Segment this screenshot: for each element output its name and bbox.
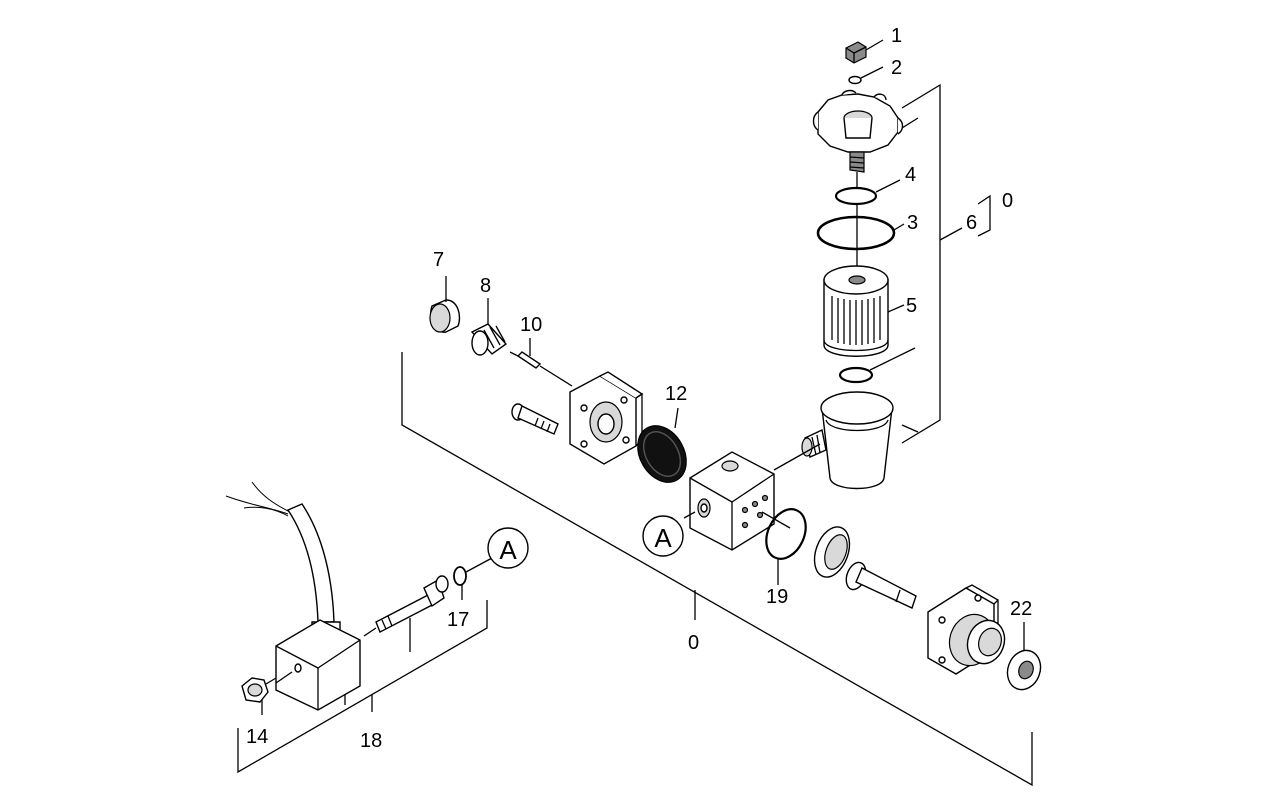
gear-ring — [813, 526, 851, 578]
callout-4: 4 — [905, 164, 916, 186]
solenoid-stem — [363, 575, 449, 637]
callout-7: 7 — [433, 249, 444, 271]
marker-a-right-label: A — [499, 535, 517, 565]
part-8-nut — [470, 298, 508, 356]
part-1-plug — [845, 39, 884, 64]
part-17-oring — [453, 557, 493, 600]
filter-bowl — [801, 391, 894, 490]
flange-housing — [927, 584, 1006, 675]
callout-8: 8 — [480, 275, 491, 297]
flange-cover — [569, 371, 644, 465]
part-4-oring — [834, 179, 901, 206]
marker-a-left-label: A — [654, 523, 672, 553]
callout-19: 19 — [766, 586, 788, 608]
part-3-large-oring — [816, 215, 905, 251]
filter-cap-knob — [812, 89, 904, 286]
callout-18: 18 — [360, 730, 382, 752]
callout-0-mid: 0 — [688, 632, 699, 654]
connector-marker-a-left: A — [642, 515, 684, 557]
valve-block — [683, 443, 821, 551]
callout-12: 12 — [665, 383, 687, 405]
part-12-diaphragm — [637, 407, 687, 483]
bolt — [511, 403, 559, 435]
gear-shaft — [845, 561, 917, 609]
part-7-cap — [429, 276, 461, 333]
bracket-0-top — [977, 194, 991, 237]
callout-0-top: 0 — [1002, 190, 1013, 212]
connector-marker-a-right: A — [487, 527, 529, 569]
callout-6: 6 — [966, 212, 977, 234]
part-5-filter-cartridge — [823, 265, 905, 357]
solenoid-cable — [225, 481, 341, 640]
part-14-nut — [241, 677, 277, 715]
bracket-assembly-0-main — [401, 352, 1033, 787]
bowl-oring — [838, 347, 916, 384]
part-19-oring — [765, 508, 807, 585]
callout-22: 22 — [1010, 598, 1032, 620]
callout-3: 3 — [907, 212, 918, 234]
callout-14: 14 — [246, 726, 268, 748]
callout-2: 2 — [891, 57, 902, 79]
part-2-small-oring — [848, 66, 884, 85]
callout-10: 10 — [520, 314, 542, 336]
bracket-assembly-6 — [901, 83, 963, 444]
callout-1: 1 — [891, 25, 902, 47]
part-22-bearing — [1006, 622, 1042, 691]
part-10-pin — [509, 338, 573, 387]
callout-5: 5 — [906, 295, 917, 317]
callout-labels: 1 2 4 3 6 0 5 7 8 10 12 19 0 22 17 14 18 — [246, 25, 1032, 752]
solenoid-coil — [275, 619, 361, 711]
callout-17: 17 — [447, 609, 469, 631]
